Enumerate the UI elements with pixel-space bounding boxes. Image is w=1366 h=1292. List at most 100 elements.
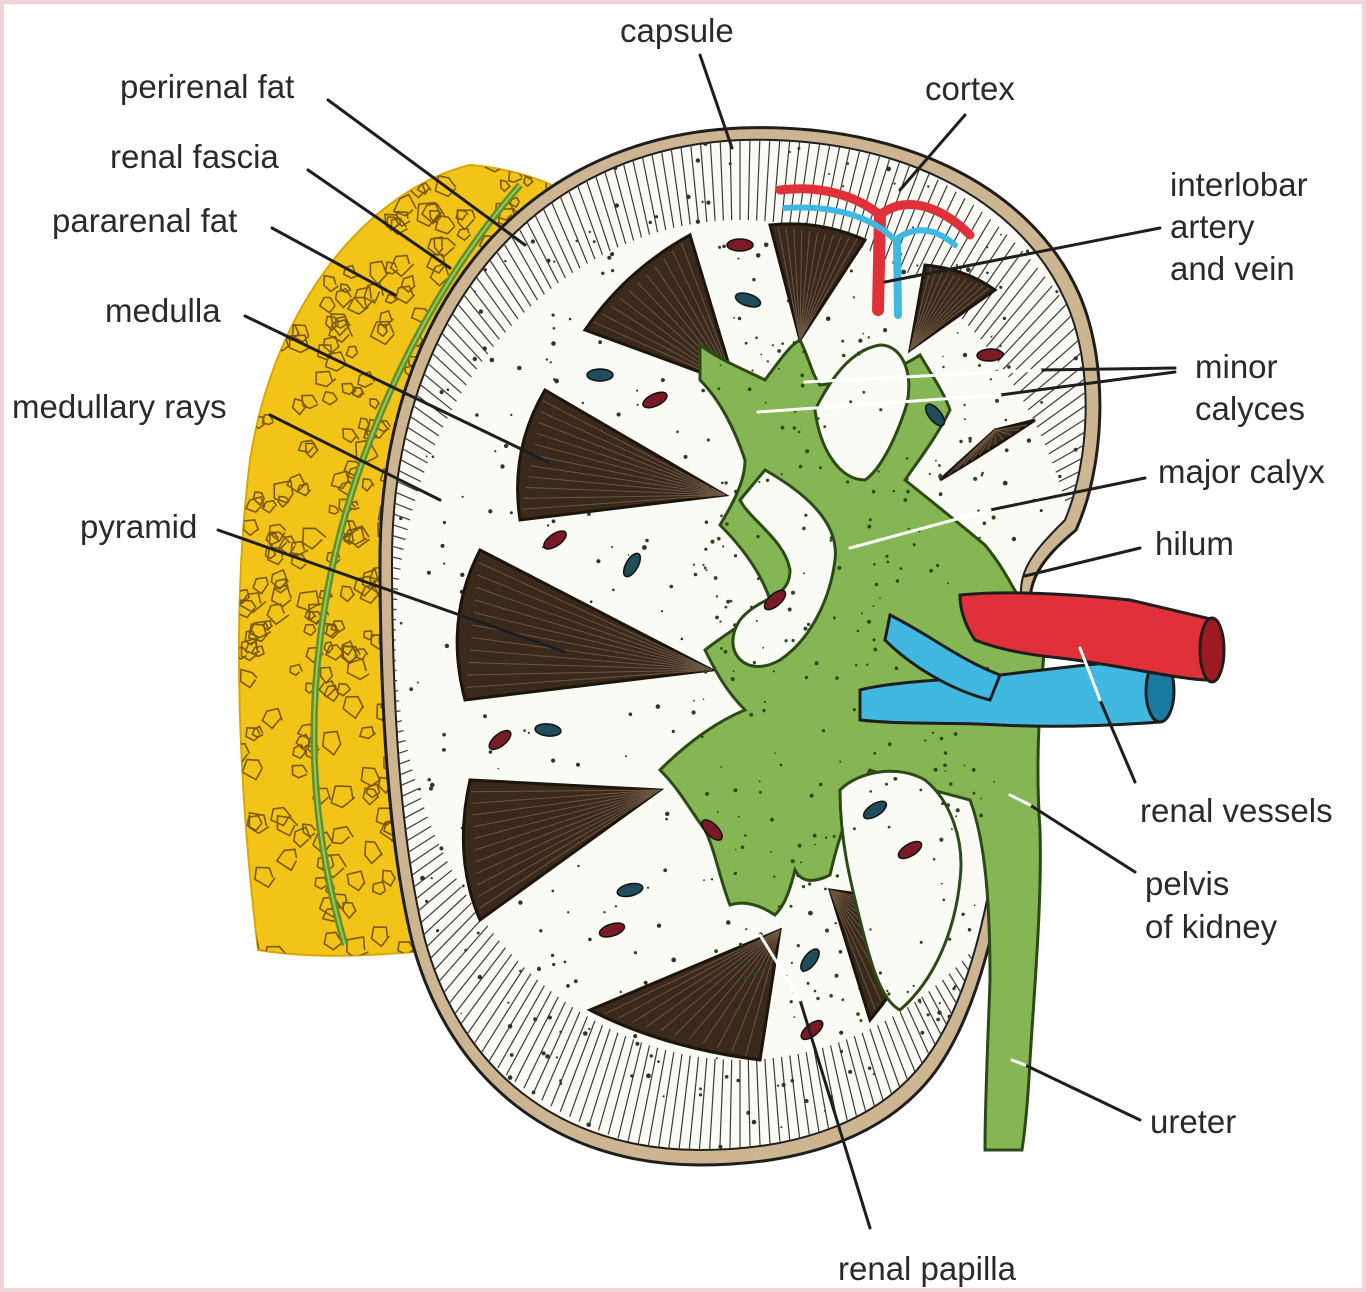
stipple-dot	[571, 145, 576, 150]
stipple-dot	[1005, 419, 1008, 422]
stipple-dot	[839, 761, 841, 763]
stipple-dot	[778, 905, 781, 908]
stipple-dot	[612, 589, 615, 592]
stipple-dot	[553, 261, 555, 263]
stipple-dot	[773, 876, 775, 878]
stipple-dot	[994, 176, 999, 181]
stipple-dot	[670, 585, 674, 589]
stipple-dot	[942, 366, 944, 368]
stipple-dot	[793, 426, 797, 430]
stipple-dot	[791, 859, 795, 863]
stipple-dot	[900, 567, 903, 570]
stipple-dot	[1054, 850, 1058, 854]
stipple-dot	[694, 573, 698, 577]
stipple-dot	[720, 364, 722, 366]
stipple-dot	[859, 1019, 862, 1022]
stipple-dot	[957, 332, 959, 334]
fat-cell	[288, 266, 310, 287]
stipple-dot	[483, 714, 487, 718]
stipple-dot	[858, 339, 862, 343]
stipple-dot	[988, 173, 990, 175]
stipple-dot	[733, 623, 737, 627]
stipple-dot	[647, 887, 649, 889]
stipple-dot	[672, 730, 675, 733]
stipple-dot	[456, 1117, 458, 1119]
medullary-ray	[1078, 540, 1159, 559]
label-perirenal-fat: perirenal fat	[120, 68, 294, 105]
stipple-dot	[532, 1091, 536, 1095]
label-renal-fascia: renal fascia	[110, 138, 279, 175]
stipple-dot	[952, 987, 955, 990]
stipple-dot	[735, 992, 737, 994]
label-interlobar-line1: interlobar	[1170, 166, 1308, 203]
stipple-dot	[964, 765, 966, 767]
stipple-dot	[646, 1073, 651, 1078]
stipple-dot	[773, 670, 775, 672]
stipple-dot	[523, 144, 527, 148]
stipple-dot	[886, 167, 891, 172]
stipple-dot	[943, 899, 946, 902]
stipple-dot	[805, 676, 808, 679]
label-renal-vessels: renal vessels	[1140, 792, 1333, 829]
stipple-dot	[588, 1028, 590, 1030]
stipple-dot	[801, 384, 805, 388]
stipple-dot	[939, 1002, 941, 1004]
stipple-dot	[846, 480, 849, 483]
stipple-dot	[413, 1107, 415, 1109]
stipple-dot	[582, 402, 584, 404]
stipple-dot	[552, 963, 555, 966]
stipple-dot	[995, 399, 999, 403]
stipple-dot	[759, 781, 761, 783]
stipple-dot	[1084, 1104, 1087, 1107]
stipple-dot	[885, 555, 888, 558]
stipple-dot	[893, 490, 896, 493]
stipple-dot	[959, 440, 962, 443]
stipple-dot	[938, 464, 941, 467]
stipple-dot	[510, 1053, 514, 1057]
stipple-dot	[473, 357, 477, 361]
stipple-dot	[873, 752, 876, 755]
stipple-dot	[634, 951, 637, 954]
fat-cell	[577, 156, 585, 168]
stipple-dot	[879, 971, 882, 974]
stipple-dot	[873, 648, 877, 652]
stipple-dot	[830, 536, 833, 539]
stipple-dot	[770, 818, 774, 822]
stipple-dot	[404, 188, 406, 190]
stipple-dot	[603, 911, 605, 913]
stipple-dot	[765, 965, 768, 968]
stipple-dot	[756, 253, 761, 258]
stipple-dot	[822, 729, 825, 732]
stipple-dot	[825, 837, 827, 839]
stipple-dot	[799, 465, 803, 469]
medullary-ray	[1072, 750, 1151, 776]
medullary-ray	[1062, 789, 1139, 825]
stipple-dot	[483, 346, 487, 350]
stipple-dot	[939, 838, 943, 842]
stipple-dot	[1080, 842, 1083, 845]
stipple-dot	[816, 997, 819, 1000]
stipple-dot	[867, 525, 871, 529]
stipple-dot	[717, 387, 720, 390]
stipple-dot	[770, 851, 772, 853]
stipple-dot	[762, 647, 764, 649]
stipple-dot	[460, 573, 464, 577]
stipple-dot	[918, 999, 922, 1003]
stipple-dot	[464, 949, 467, 952]
stipple-dot	[1027, 438, 1031, 442]
stipple-dot	[726, 600, 730, 604]
stipple-dot	[552, 890, 555, 893]
stipple-dot	[791, 962, 793, 964]
stipple-dot	[814, 844, 816, 846]
stipple-dot	[957, 1083, 960, 1086]
stipple-dot	[590, 600, 593, 603]
stipple-dot	[598, 340, 602, 344]
stipple-dot	[1073, 1066, 1075, 1068]
stipple-dot	[949, 782, 953, 786]
stipple-dot	[439, 846, 443, 850]
stipple-dot	[739, 943, 743, 947]
stipple-dot	[856, 1012, 860, 1016]
stipple-dot	[839, 950, 843, 954]
stipple-dot	[588, 938, 592, 942]
